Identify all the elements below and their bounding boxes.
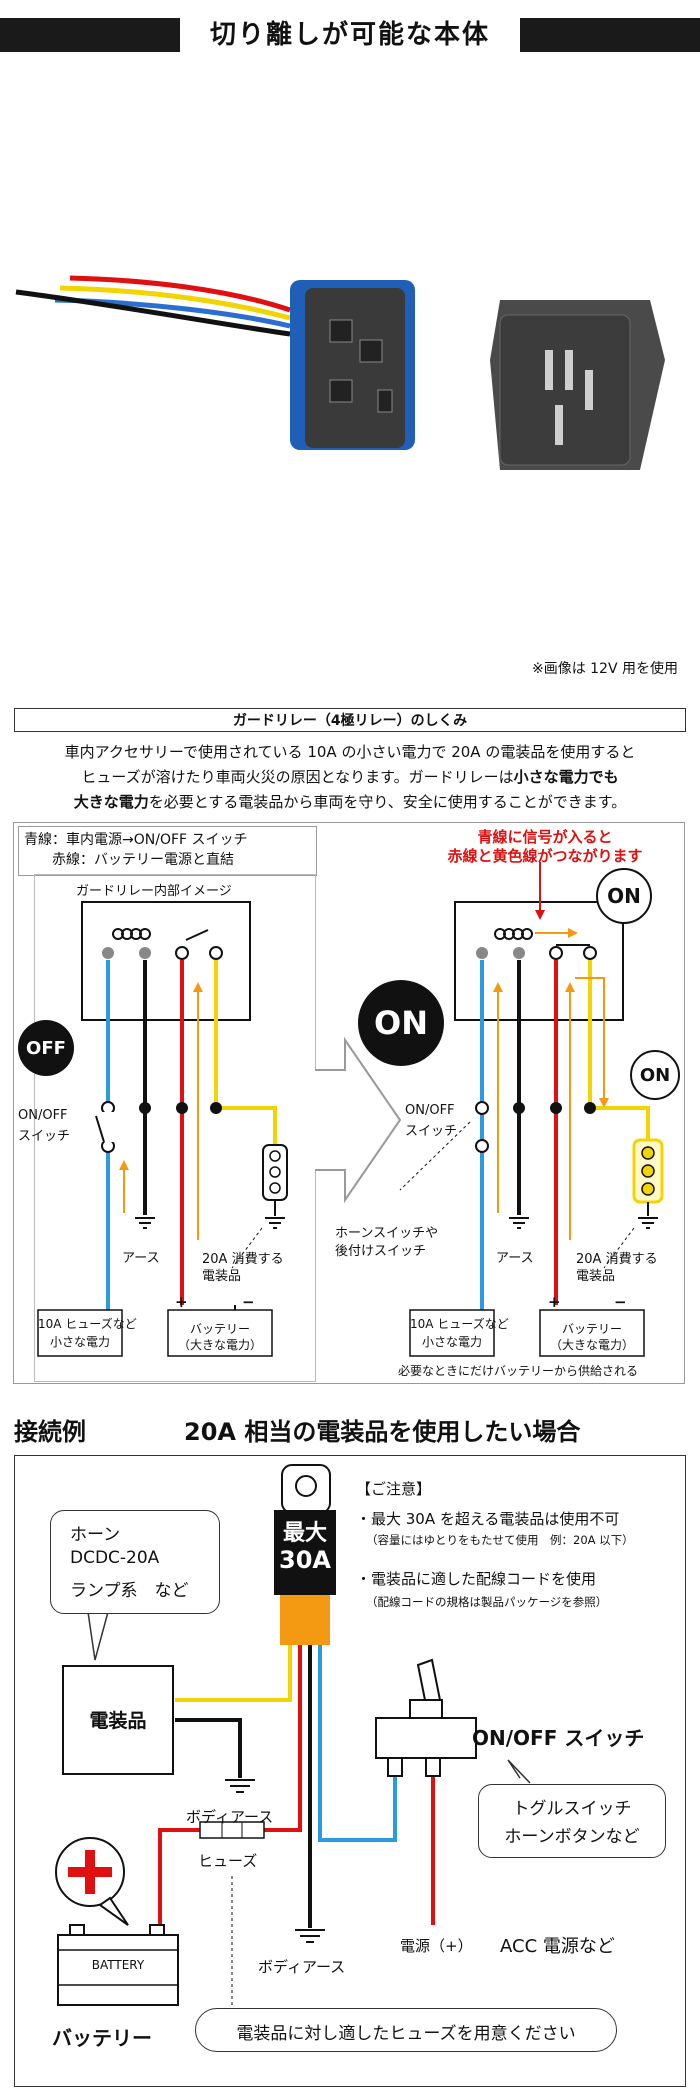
on-bubble-large: ON xyxy=(358,980,444,1066)
caution-2-sub: （配線コードの規格は製品パッケージを参照） xyxy=(366,1595,608,1609)
max-label-2: 30A xyxy=(279,1546,331,1574)
minus-left: − xyxy=(242,1293,255,1311)
relay-diagrams xyxy=(37,862,664,1357)
switch-example-1: トグルスイッチ xyxy=(512,1799,632,1819)
off-bubble: OFF xyxy=(18,1020,74,1076)
mechanism-diagram xyxy=(13,822,685,1384)
switch-example-2: ホーンボタンなど xyxy=(504,1827,640,1847)
legend-blue: 青線：車内電源→ON/OFF スイッチ xyxy=(24,832,248,848)
product-photo xyxy=(15,275,665,470)
mechanism-heading: ガードリレー（4極リレー）のしくみ xyxy=(14,708,686,732)
small-power-left-1: 10A ヒューズなど xyxy=(38,1317,137,1331)
earth-label-left: アース xyxy=(122,1251,160,1266)
load-label-left-2: 電装品 xyxy=(202,1269,242,1284)
device-example-3: ランプ系 など xyxy=(70,1581,189,1601)
small-power-right-1: 10A ヒューズなど xyxy=(410,1317,509,1331)
intro-line-2: ヒューズが溶けたり車両火災の原因となります。ガードリレーは小さな電力でも xyxy=(81,768,619,786)
connection-subheading: 20A 相当の電装品を使用したい場合 xyxy=(184,1418,581,1446)
device-label: 電装品 xyxy=(89,1710,147,1732)
page-title: 切り離しが可能な本体 xyxy=(209,20,490,50)
load-label-left-1: 20A 消費する xyxy=(202,1252,284,1267)
caution-2: ・電装品に適した配線コードを使用 xyxy=(356,1570,597,1588)
device-example-2: DCDC-20A xyxy=(70,1548,160,1568)
plus-left: + xyxy=(175,1293,188,1311)
intro-line-1: 車内アクセサリーで使用されている 10A の小さい電力で 20A の電装品を使用… xyxy=(64,743,636,761)
device-examples-bubble xyxy=(50,1510,220,1614)
power-label: 電源（+） xyxy=(400,1937,473,1955)
battery-left-1: バッテリー xyxy=(189,1322,250,1336)
acc-label: ACC 電源など xyxy=(500,1936,615,1957)
load-label-right-1: 20A 消費する xyxy=(576,1252,658,1267)
earth-label-right: アース xyxy=(496,1251,534,1266)
coil-left xyxy=(112,928,151,940)
switch-label-on-2: スイッチ xyxy=(405,1124,458,1139)
switch-label-on-1: ON/OFF xyxy=(405,1103,455,1118)
battery-label: バッテリー xyxy=(52,2026,152,2050)
caution-1: ・最大 30A を超える電装品は使用不可 xyxy=(356,1510,620,1528)
switch-label: ON/OFF スイッチ xyxy=(472,1726,645,1750)
device-box xyxy=(62,1665,174,1775)
intro-text: 車内アクセサリーで使用されている 10A の小さい電力で 20A の電装品を使用… xyxy=(12,740,688,815)
max-label-1: 最大 xyxy=(282,1521,327,1546)
fuse-label: ヒューズ xyxy=(198,1852,258,1870)
supply-note: 必要なときにだけバッテリーから供給される xyxy=(398,1364,639,1378)
load-label-right-2: 電装品 xyxy=(576,1269,616,1284)
caution-title: 【ご注意】 xyxy=(356,1480,432,1498)
horn-note-1: ホーンスイッチや xyxy=(335,1226,439,1241)
inner-image-label: ガードリレー内部イメージ xyxy=(76,884,232,899)
signal-note-1: 青線に信号が入ると xyxy=(477,828,613,846)
legend-box xyxy=(18,826,317,876)
battery-right-2: （大きな電力） xyxy=(549,1338,634,1352)
small-power-left-2: 小さな電力 xyxy=(49,1335,110,1349)
battery-right-1: バッテリー xyxy=(561,1322,622,1336)
minus-right: − xyxy=(614,1293,627,1311)
signal-note-2: 赤線と黄色線がつながります xyxy=(447,847,643,865)
switch-label-off-1: ON/OFF xyxy=(18,1108,68,1123)
on-bubble-load: ON xyxy=(630,1050,680,1100)
legend-red: 赤線：バッテリー電源と直結 xyxy=(52,852,234,868)
device-example-1: ホーン xyxy=(70,1525,121,1545)
fuse-note-bubble xyxy=(195,2008,617,2052)
connection-diagram xyxy=(14,1455,686,2087)
plus-right: + xyxy=(548,1293,561,1311)
image-note: ※画像は 12V 用を使用 xyxy=(531,661,678,677)
battery-left-2: （大きな電力） xyxy=(177,1338,262,1352)
title-bar-right xyxy=(520,18,700,52)
body-earth-bottom: ボディアース xyxy=(258,1958,346,1976)
switch-examples-bubble xyxy=(478,1784,666,1858)
coil-right xyxy=(494,928,533,940)
fuse-note: 電装品に対し適したヒューズを用意ください xyxy=(236,2024,576,2044)
intro-line-3: 大きな電力を必要とする電装品から車両を守り、安全に使用することができます。 xyxy=(73,793,627,811)
battery-case-text: BATTERY xyxy=(91,1958,145,1972)
connection-heading: 接続例 xyxy=(14,1418,86,1446)
switch-label-off-2: スイッチ xyxy=(18,1129,71,1144)
caution-1-sub: （容量にはゆとりをもたせて使用 例：20A 以下） xyxy=(366,1533,634,1547)
on-bubble-relay: ON xyxy=(596,868,652,924)
title-bar-left xyxy=(0,18,180,52)
small-power-right-2: 小さな電力 xyxy=(421,1335,482,1349)
body-earth-top: ボディアース xyxy=(186,1808,274,1826)
horn-note-2: 後付けスイッチ xyxy=(335,1244,427,1259)
